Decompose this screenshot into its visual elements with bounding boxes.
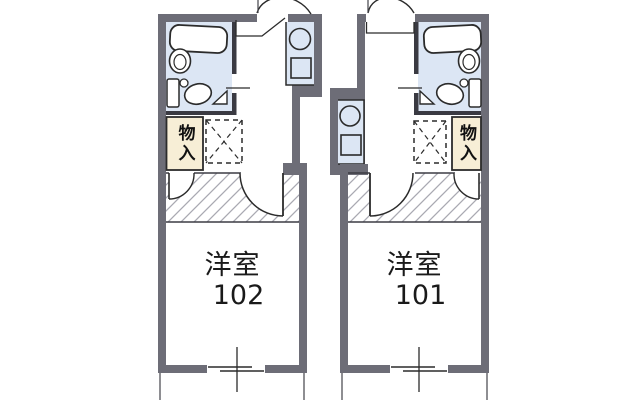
kitchen-102-counter-edge [285,22,314,86]
stove-102 [290,57,312,79]
kitchen-102 [285,22,314,86]
window-101-sashes [391,366,447,372]
room-door-102-sweep [240,173,283,216]
entrance-opening-101 [366,14,415,22]
washer-space-101-box [413,120,447,164]
toilet-101 [435,78,482,108]
window-101 [390,347,448,392]
washbasin-101-bowl [462,53,476,71]
entrance-opening-102 [257,14,288,22]
washbasin-102-bowl [173,53,187,71]
window-102 [207,347,265,392]
kitchen-101 [338,99,365,165]
entry-band-101 [340,164,481,223]
toilet-101-tank [468,78,482,108]
closet-door-102-arc [168,172,195,200]
toilet-102-bowl [183,82,213,106]
closet-door-101-sweep [453,173,479,199]
toilet-102 [166,78,213,108]
bathroom-102-partition [232,93,237,112]
room-label-101: 洋室 101 [348,251,481,311]
bathroom-102 [166,22,250,115]
room-label-102: 洋室 102 [166,251,299,311]
washer-space-102 [205,119,243,164]
bathroom-101-partition [414,111,481,115]
unit-102 [158,0,322,400]
site-lines-101 [341,373,488,400]
kitchen-sink-102 [288,27,312,51]
room-door-101-arc [369,172,414,217]
wall-stub-102 [283,163,307,175]
bathroom-101-partition [414,22,419,74]
bathtub-102 [168,24,229,54]
washer-space-102-cross [205,119,243,164]
toilet-102-tank [166,78,180,108]
room-door-102-arc [239,172,284,217]
toilet-101-button [459,78,469,88]
closet-door-101-arc [453,172,480,200]
washbasin-101 [457,48,481,74]
entrance-102 [235,0,312,37]
toilet-102-button [179,78,189,88]
bathroom-102-partition [166,111,237,115]
bathtub-101 [422,24,483,54]
bathroom-101-partition [414,93,419,112]
unit-101-room-floor [348,222,481,365]
washer-space-101 [413,120,447,164]
entry-band-102 [166,163,307,223]
washbasin-102 [168,48,192,74]
storage-closet-102 [165,116,204,171]
kitchen-sink-101 [339,105,361,127]
entrance-door-arc-102 [256,0,312,15]
stove-101 [340,134,362,156]
entrance-101 [365,0,415,34]
storage-label-101: 物入 [456,123,476,164]
window-102-opening [207,364,265,374]
room-name-102: 洋室 [204,250,261,281]
bathroom-102-partition [232,22,237,74]
site-lines-102 [159,373,305,400]
storage-label-102: 物入 [174,123,195,164]
wall-stub-101 [340,164,368,175]
unit-102-room-floor [166,222,299,365]
window-102-sashes [208,366,264,372]
bath-door-swing-102 [211,89,228,105]
room-door-101-sweep [370,173,413,216]
entrance-door-arc-101 [367,0,415,14]
genkan-step-101 [365,22,415,34]
room-number-101: 101 [394,280,447,311]
closet-door-102-sweep [169,173,195,200]
genkan-step-102 [235,17,286,37]
storage-closet-101 [451,116,482,171]
bath-door-swing-101 [419,89,436,105]
room-number-102: 102 [212,280,265,311]
unit-101 [330,0,489,400]
toilet-101-bowl [435,82,465,106]
room-name-101: 洋室 [386,250,443,281]
bathroom-101 [398,22,483,115]
entry-band-101-border [348,172,481,223]
